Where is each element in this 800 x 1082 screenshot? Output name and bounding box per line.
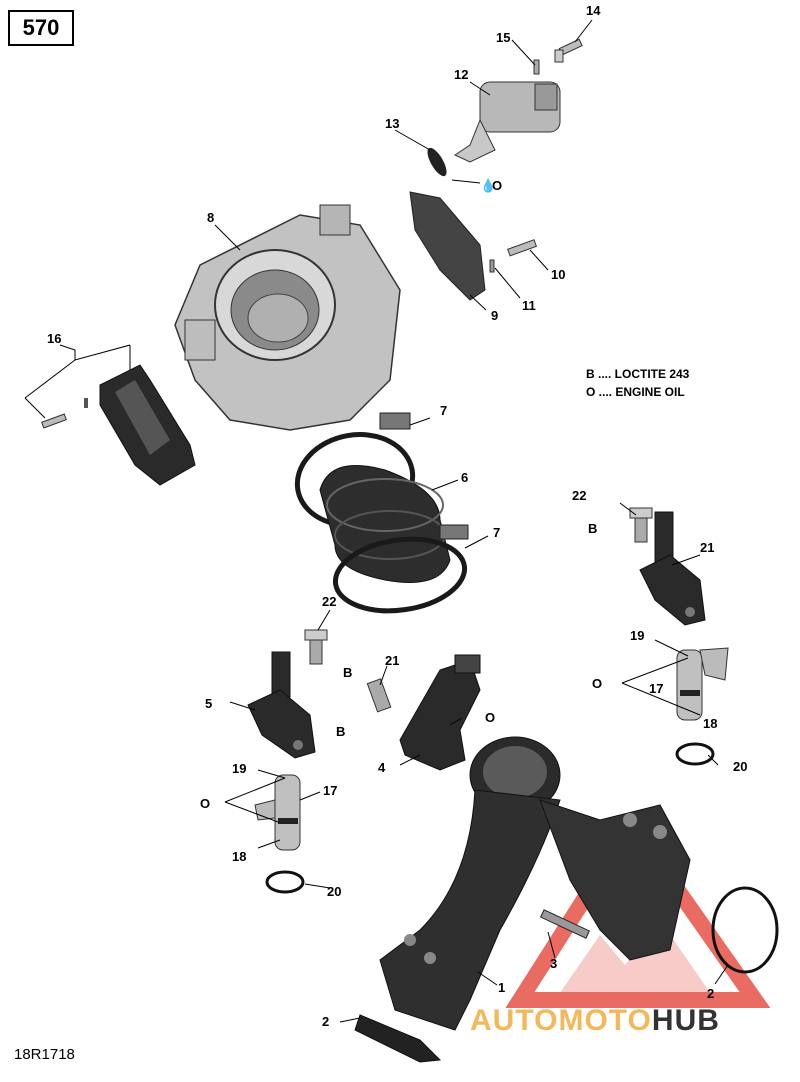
callout-7-lower: 7 [493,525,500,540]
legend-loctite: B .... LOCTITE 243 [586,367,690,381]
legend-engine-oil: O .... ENGINE OIL [586,385,685,399]
part-washer-11 [489,259,495,273]
part-gasket-9 [409,191,486,301]
callout-17-left: 17 [323,783,337,798]
callout-6: 6 [461,470,468,485]
note-oil-13: 💧 [480,178,496,193]
note-b-5: B [336,724,345,739]
callout-20-left: 20 [327,884,341,899]
part-oring-20-left [265,870,305,894]
callout-8: 8 [207,210,214,225]
watermark-text-left: AUTOMOTO [470,1004,652,1037]
callout-4: 4 [378,760,386,775]
part-sensor-21-left [247,651,316,759]
part-clamp-7-lower [332,524,469,614]
note-b-22-right-letter: B [588,521,597,536]
application-notes: 💧 O B B B O O O [200,178,602,811]
part-bolt-14 [554,38,583,63]
part-injector-left [254,774,301,851]
part-sensor-4 [399,654,481,771]
part-bolt-22-right [629,507,653,543]
note-b-22-left: B [343,665,352,680]
callout-2-bottom: 2 [322,1014,329,1029]
part-oring-13 [427,147,447,177]
callout-labels: 14 15 12 13 8 10 11 9 16 7 6 7 22 21 19 … [47,3,747,1029]
page-number-box: 570 [8,10,74,46]
part-gasket-2-bottom [354,1014,442,1063]
callout-12: 12 [454,67,468,82]
leader-lines [24,19,729,1023]
callout-1: 1 [498,980,505,995]
legend: B .... LOCTITE 243 O .... ENGINE OIL [586,365,689,401]
callout-19-right: 19 [630,628,644,643]
part-intake-manifold-1 [379,736,691,1031]
callout-18-left: 18 [232,849,246,864]
note-o-left: O [200,796,210,811]
part-throttle-body-8 [174,204,401,431]
part-oring-20-right [675,742,715,766]
part-injector-right [676,647,729,721]
callout-22-left: 22 [322,594,336,609]
callout-7-upper: 7 [440,403,447,418]
watermark-text-right: HUB [651,1004,720,1037]
part-idle-valve-12 [453,81,561,163]
part-bolt-3 [539,909,591,939]
part-sensor-16 [41,364,196,486]
part-bolt-5 [366,678,392,713]
watermark-text: AUTOMOTOHUB [470,1004,720,1038]
part-sensor-21-right [639,511,706,626]
callout-17-right: 17 [649,681,663,696]
callout-9: 9 [491,308,498,323]
note-o-4: O [485,710,495,725]
callout-21-left: 5 [205,696,212,711]
note-o-right: O [592,676,602,691]
callout-18-right: 18 [703,716,717,731]
callout-3: 3 [550,956,557,971]
callout-19-left: 19 [232,761,246,776]
reference-code: 18R1718 [14,1046,75,1063]
callout-22-right: 22 [572,488,586,503]
part-washer-15 [533,59,540,75]
note-o-13: O [492,178,502,193]
callout-21-right: 21 [700,540,714,555]
callout-14: 14 [586,3,601,18]
callout-2-right: 2 [707,986,714,1001]
part-bolt-22-left [304,629,328,665]
callout-16: 16 [47,331,61,346]
callout-13: 13 [385,116,399,131]
callout-20-right: 20 [733,759,747,774]
callout-10: 10 [551,267,565,282]
callout-15: 15 [496,30,510,45]
callout-11: 11 [522,298,536,313]
callout-5: 21 [385,653,399,668]
part-oring-2-right [711,886,779,974]
part-screw-10 [507,239,538,257]
